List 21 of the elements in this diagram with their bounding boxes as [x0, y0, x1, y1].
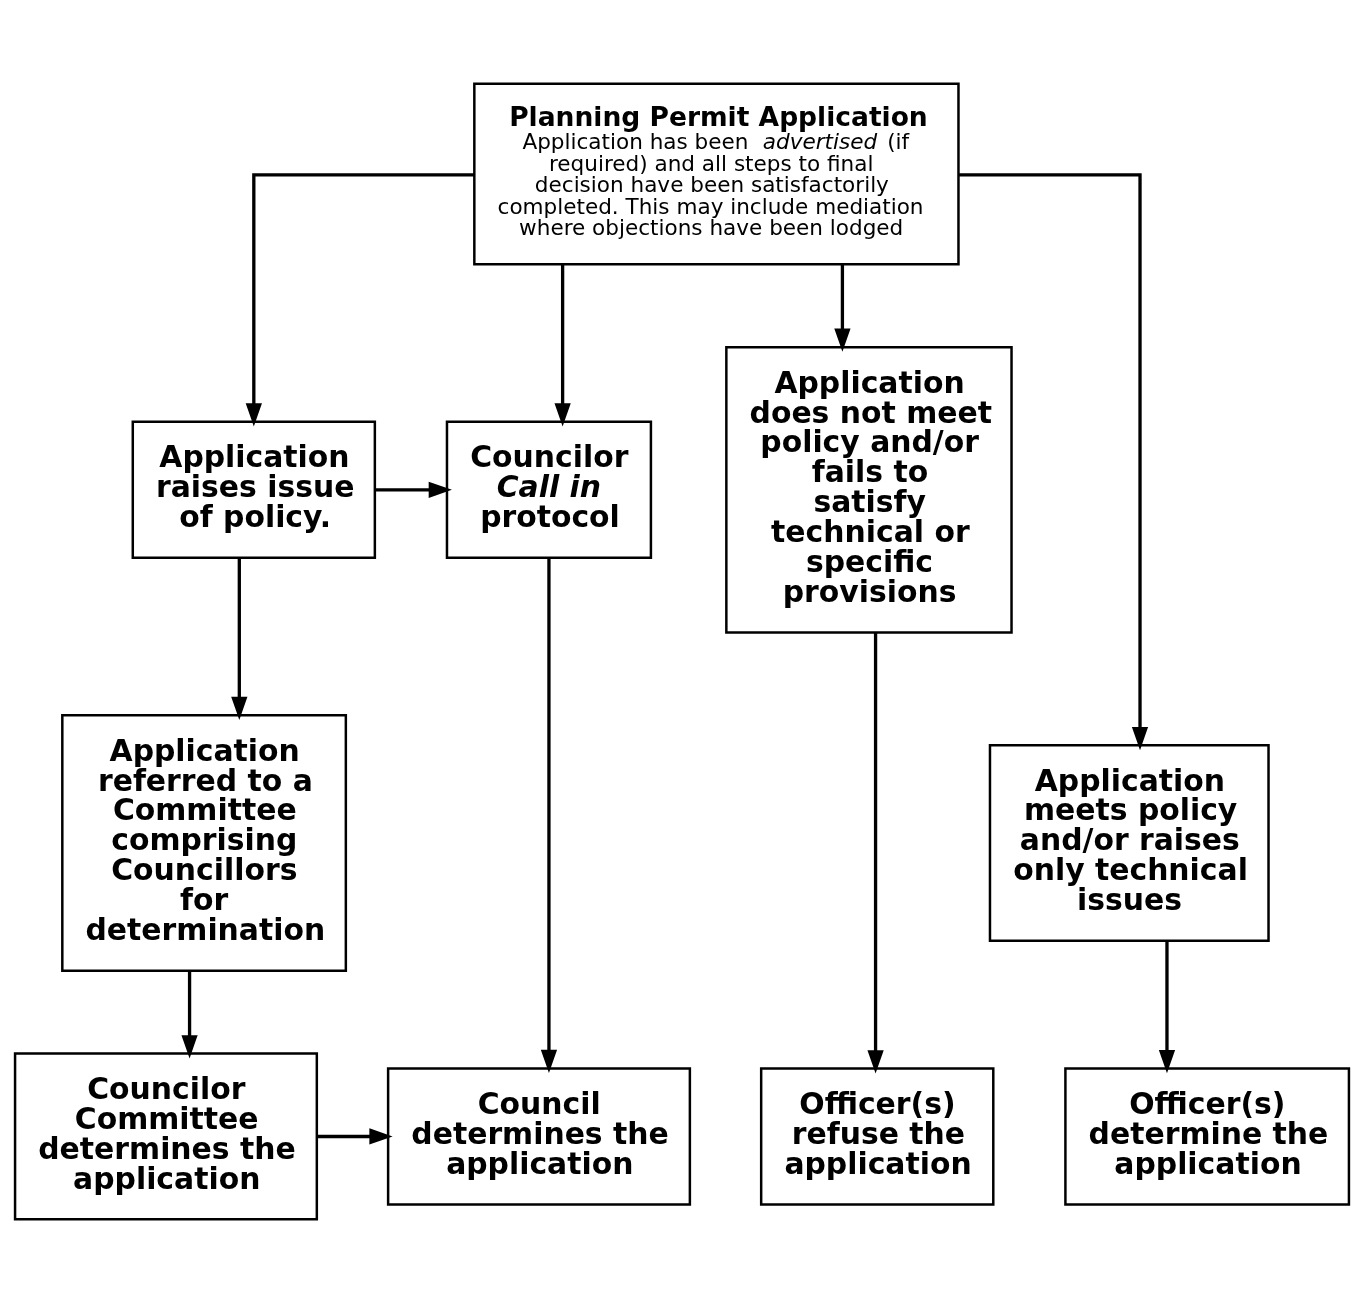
arrow	[375, 481, 452, 498]
node-box: Application referred to a Committee comprising Councillors for determination	[61, 714, 348, 972]
arrow	[245, 173, 475, 427]
arrow	[181, 970, 198, 1059]
node-box: Application meets policy and/or raises only technical issues	[988, 743, 1270, 943]
node-box: Officer(s) determine the application	[1064, 1067, 1351, 1206]
arrow	[958, 173, 1149, 751]
arrow	[554, 264, 571, 427]
arrow	[540, 558, 558, 1074]
node-box: Council determines the application	[386, 1067, 692, 1206]
arrow	[317, 1128, 393, 1145]
node-box: Councilor Committee determines the application	[13, 1052, 319, 1221]
node-box: Councilor Call in protocol	[445, 420, 653, 560]
node-box: Application raises issue of policy.	[131, 420, 377, 560]
node-box: Officer(s) refuse the application	[759, 1067, 995, 1206]
arrow	[834, 264, 851, 352]
arrow	[1158, 941, 1176, 1074]
node-box: Planning Permit Application Application has been advertised (if required) and all steps to final decision have been satisfactorily completed. This may include mediation where objections have been lodged	[473, 82, 960, 266]
arrow	[867, 632, 884, 1074]
arrow	[231, 557, 248, 721]
node-box: Application does not meet policy and/or fails to satisfy technical or specific provisions	[725, 346, 1013, 634]
